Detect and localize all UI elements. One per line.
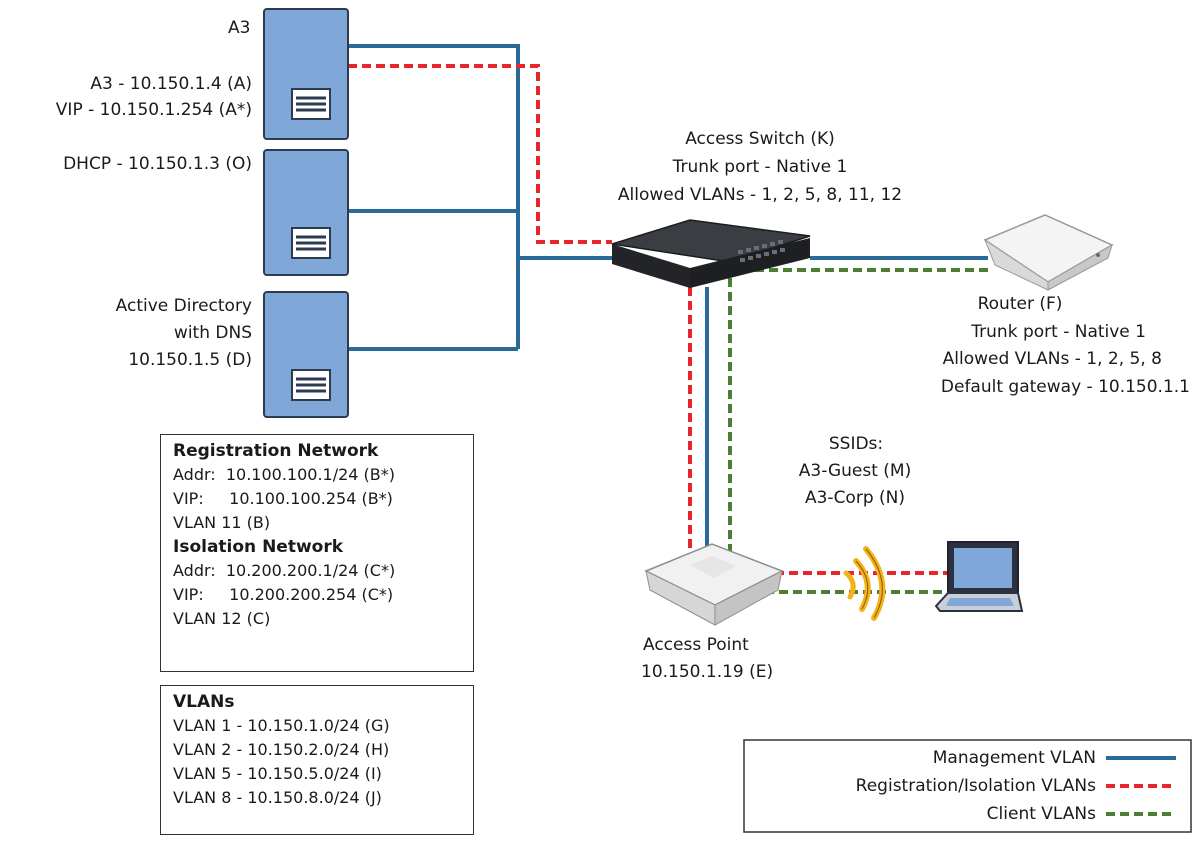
vlans-title: VLANs <box>173 692 235 712</box>
router-icon <box>983 214 1114 291</box>
switch-label-name: Access Switch (K) <box>685 129 835 149</box>
management-lines <box>348 44 988 553</box>
laptop-icon <box>934 541 1024 612</box>
access-point-label-ip: 10.150.1.19 (E) <box>641 662 774 682</box>
legend: Management VLAN Registration/Isolation V… <box>750 744 1176 828</box>
registration-network-vlan: VLAN 11 (B) <box>173 513 271 532</box>
isolation-network-vlan: VLAN 12 (C) <box>173 609 271 628</box>
switch-icon <box>611 219 811 288</box>
server-a3-vip: VIP - 10.150.1.254 (A*) <box>55 100 252 120</box>
server-dhcp-label: DHCP - 10.150.1.3 (O) <box>63 154 252 174</box>
legend-registration-label: Registration/Isolation VLANs <box>855 776 1096 796</box>
vlan-item: VLAN 5 - 10.150.5.0/24 (I) <box>173 764 382 783</box>
isolation-network-vip: VIP: 10.200.200.254 (C*) <box>173 585 394 604</box>
legend-frame <box>743 739 1192 833</box>
networks-box: Registration Network Addr: 10.100.100.1/… <box>160 434 474 672</box>
server-ad-line2: with DNS <box>173 323 252 343</box>
legend-client-label: Client VLANs <box>986 804 1096 824</box>
legend-management: Management VLAN <box>750 744 1176 772</box>
access-point-label-name: Access Point <box>643 635 749 655</box>
vlan-item: VLAN 8 - 10.150.8.0/24 (J) <box>173 788 382 807</box>
server-a3-title: A3 <box>228 18 251 38</box>
legend-registration: Registration/Isolation VLANs <box>750 772 1176 800</box>
registration-network-title: Registration Network <box>173 441 379 461</box>
router-label-gateway: Default gateway - 10.150.1.1 <box>940 377 1190 397</box>
ssids-title: SSIDs: <box>828 434 884 454</box>
switch-label-vlans: Allowed VLANs - 1, 2, 5, 8, 11, 12 <box>617 185 903 205</box>
server-icon <box>263 8 349 140</box>
legend-management-label: Management VLAN <box>932 748 1096 768</box>
server-ad-line1: Active Directory <box>115 296 252 316</box>
vlans-box: VLANs VLAN 1 - 10.150.1.0/24 (G) VLAN 2 … <box>160 685 474 835</box>
server-a3-ip: A3 - 10.150.1.4 (A) <box>90 74 252 94</box>
wifi-signal-icon <box>843 546 886 621</box>
server-icon <box>263 291 349 418</box>
isolation-network-title: Isolation Network <box>173 537 344 557</box>
isolation-network-addr: Addr: 10.200.200.1/24 (C*) <box>173 561 396 580</box>
router-label-trunk: Trunk port - Native 1 <box>971 322 1146 342</box>
legend-client: Client VLANs <box>750 800 1176 828</box>
legend-management-swatch <box>1106 756 1176 760</box>
server-ad-line3: 10.150.1.5 (D) <box>128 350 252 370</box>
router-label-name: Router (F) <box>977 294 1063 314</box>
router-label-vlans: Allowed VLANs - 1, 2, 5, 8 <box>942 349 1162 369</box>
switch-label-trunk: Trunk port - Native 1 <box>672 157 848 177</box>
ssid-guest: A3-Guest (M) <box>798 461 912 481</box>
registration-network-addr: Addr: 10.100.100.1/24 (B*) <box>173 465 396 484</box>
vlan-item: VLAN 1 - 10.150.1.0/24 (G) <box>173 716 390 735</box>
access-point-icon <box>644 543 784 626</box>
legend-registration-swatch <box>1106 784 1176 788</box>
ssid-corp: A3-Corp (N) <box>804 488 906 508</box>
legend-client-swatch <box>1106 812 1176 816</box>
vlan-item: VLAN 2 - 10.150.2.0/24 (H) <box>173 740 390 759</box>
server-icon <box>263 149 349 276</box>
registration-network-vip: VIP: 10.100.100.254 (B*) <box>173 489 393 508</box>
